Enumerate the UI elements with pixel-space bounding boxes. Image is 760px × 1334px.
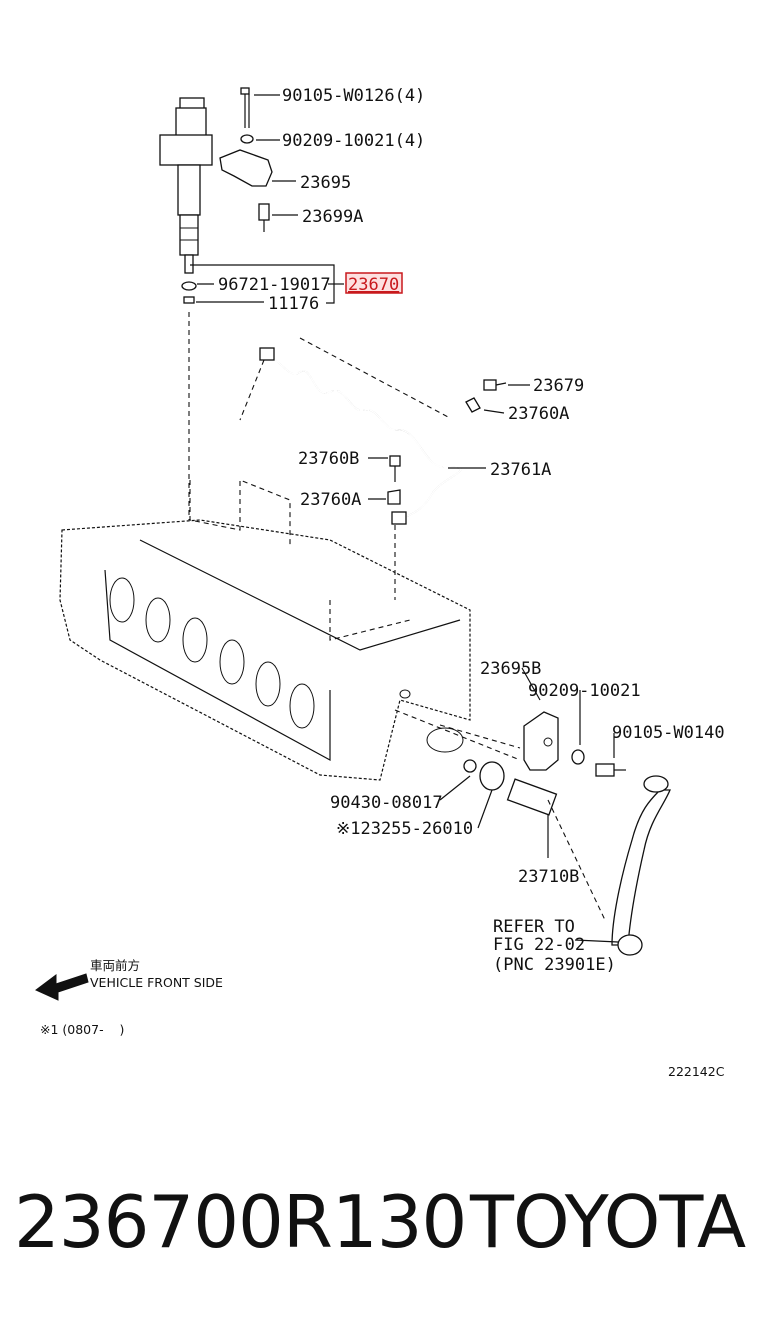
- callout-clamp-bolt: 23699A: [302, 207, 363, 227]
- parts-diagram: 90105-W0126(4) 90209-10021(4) 23695 2369…: [35, 86, 725, 1079]
- callout-gasket: 11176: [268, 294, 319, 314]
- callout-clamp: 23695: [300, 173, 351, 193]
- pump-drawing: [463, 711, 671, 956]
- callout-washer-small: 90430-08017: [330, 793, 443, 813]
- cylinder-head-drawing: [59, 479, 471, 781]
- front-arrow-icon: [35, 973, 89, 1001]
- callout-washer-right: 90209-10021: [528, 681, 641, 701]
- direction-jp: 車両前方: [90, 958, 140, 973]
- part-number: 236700R130: [14, 1180, 467, 1264]
- callout-bolt-top: 90105-W0126(4): [282, 86, 425, 106]
- brand-name: TOYOTA: [470, 1180, 746, 1264]
- injection-pipe-drawing: [259, 347, 462, 525]
- footnote: ※1 (0807- ): [40, 1022, 124, 1037]
- direction-en: VEHICLE FRONT SIDE: [90, 975, 223, 990]
- callout-pump: 23710B: [518, 867, 579, 887]
- callout-bolt-right: 90105-W0140: [612, 723, 725, 743]
- callout-oring: 96721-19017: [218, 275, 331, 295]
- callout-bracket-b: 23695B: [480, 659, 541, 679]
- callout-union-bolt-b: 23760B: [298, 449, 359, 469]
- injector-drawing: [159, 97, 213, 304]
- pipe-hardware-drawing: [387, 379, 507, 505]
- callout-ring-seal: ※123255-26010: [336, 819, 473, 839]
- callout-assembly-highlighted[interactable]: 23670: [348, 275, 399, 295]
- figure-id: 222142C: [668, 1064, 725, 1079]
- callout-union-bolt: 23679: [533, 376, 584, 396]
- caption-bar: 236700R130 TOYOTA: [0, 1180, 760, 1290]
- callout-gasket-a-upper: 23760A: [508, 404, 569, 424]
- assembly-highlight-box: [345, 272, 403, 294]
- clamp-hardware-drawing: [219, 87, 273, 232]
- refer-line-2: FIG 22-02: [493, 935, 585, 955]
- refer-line-3: (PNC 23901E): [493, 955, 616, 975]
- callout-washer-top: 90209-10021(4): [282, 131, 425, 151]
- callout-gasket-a-lower: 23760A: [300, 490, 361, 510]
- callout-pipe: 23761A: [490, 460, 551, 480]
- refer-line-1: REFER TO: [493, 917, 575, 937]
